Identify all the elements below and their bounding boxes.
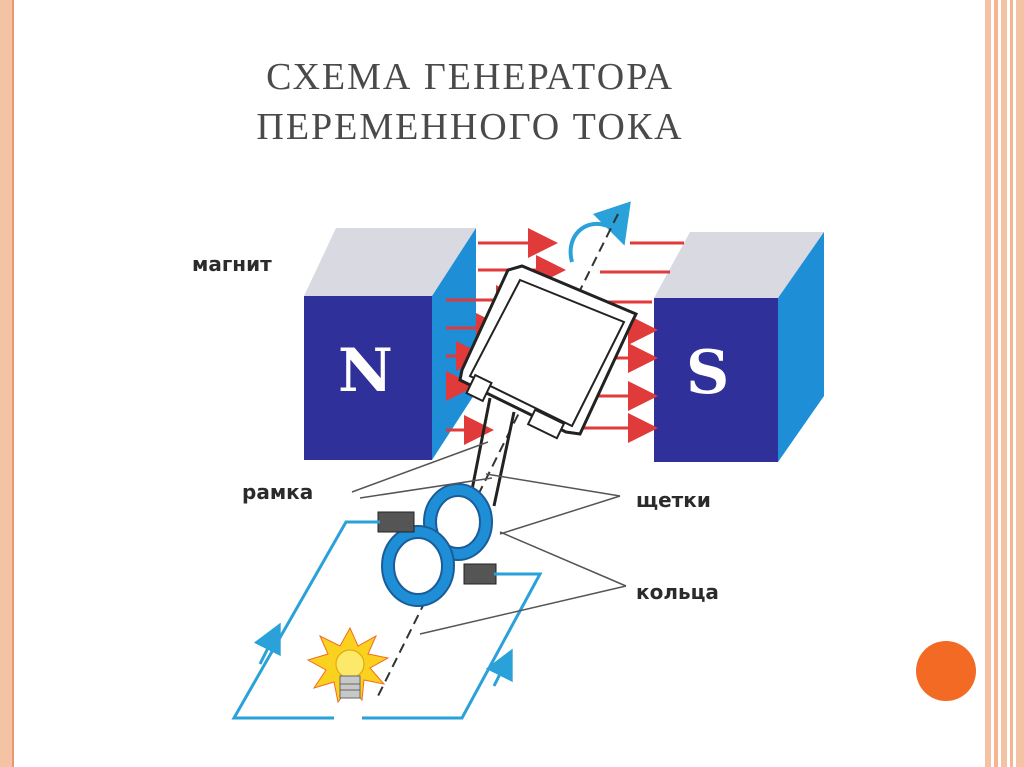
slide-right-stripe (1001, 0, 1007, 767)
slide-right-stripe (1016, 0, 1024, 767)
rotation-arrow (568, 201, 631, 263)
rotation-axis (375, 213, 619, 701)
slide-right-stripe (994, 0, 998, 767)
external-circuit (231, 520, 543, 720)
magnet-north (304, 228, 476, 460)
brushes (377, 511, 497, 585)
slip-rings (381, 483, 493, 607)
pole-label-south: S (686, 338, 730, 408)
slide-title: Схема генератора переменного тока (200, 52, 740, 152)
pole-label-north: N (338, 336, 393, 406)
accent-circle (916, 641, 976, 701)
magnet-south (654, 232, 824, 462)
label-magnet: магнит (192, 252, 272, 276)
slide-title-line-1: Схема генератора (266, 56, 674, 98)
label-frame: рамка (242, 480, 314, 504)
slide-right-stripe (985, 0, 991, 767)
light-bulb (306, 626, 390, 704)
slide-title-line-2: переменного тока (256, 106, 684, 148)
label-brushes: щетки (636, 488, 711, 512)
slide-left-border (0, 0, 14, 767)
label-leader-lines (351, 441, 627, 635)
wire-frame (458, 264, 639, 507)
label-rings: кольца (636, 580, 719, 604)
slide-right-stripe (1010, 0, 1013, 767)
